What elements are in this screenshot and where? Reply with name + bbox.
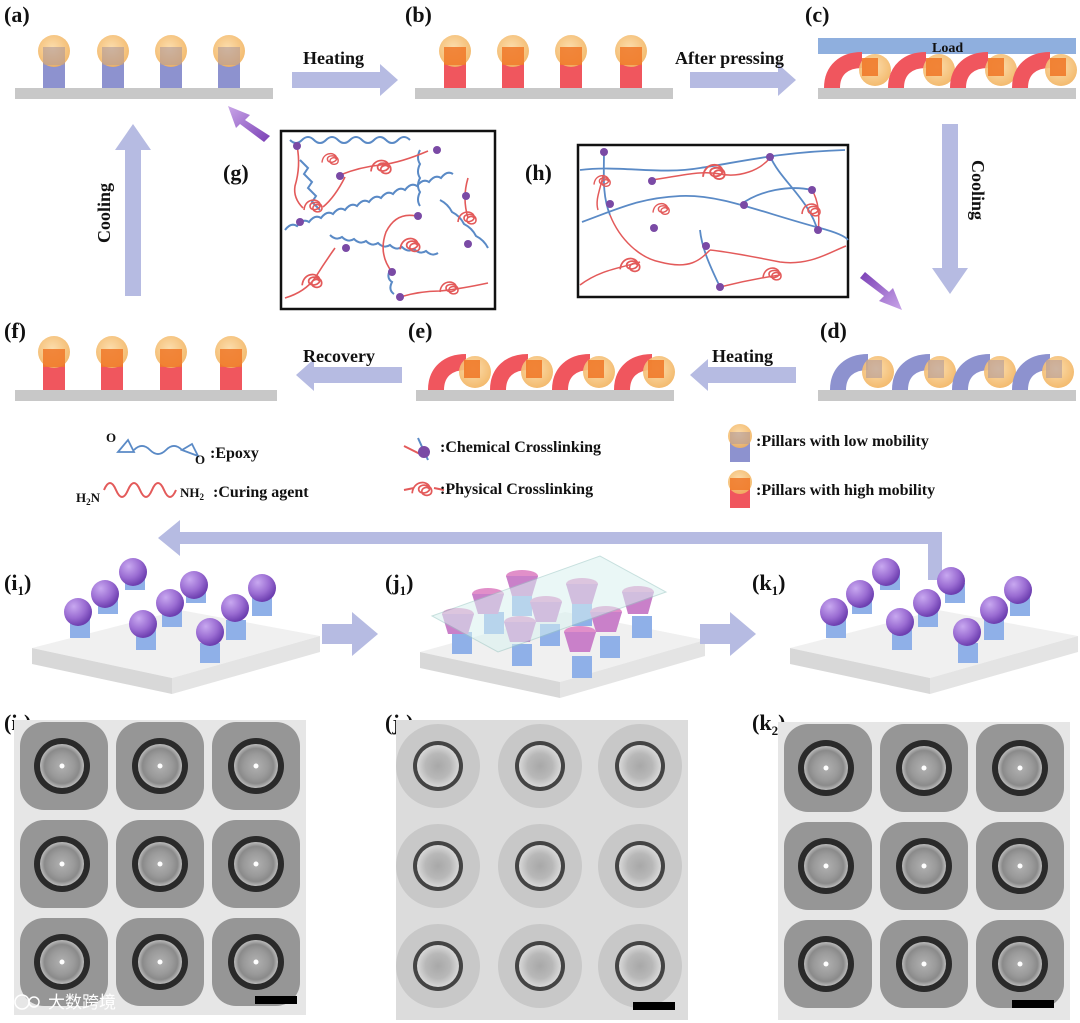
watermark-text: 大数跨境 [48,993,116,1013]
arrow-heating-top [292,64,398,96]
panel-label-k1: (k1) [752,570,785,598]
network-diagram-h [576,143,850,299]
step-heating-bottom: Heating [712,346,773,366]
micrograph-i2 [14,720,306,1015]
panel-label-e: (e) [408,318,432,343]
legend-low-mobility-symbol [728,424,752,462]
legend-h2n: H2N [76,490,101,507]
pillar-array-a [15,35,273,99]
micrograph-j2 [396,720,688,1020]
pillar-array-d [818,354,1076,401]
panel-label-j1: (j1) [385,570,413,598]
scale-bar-j2 [633,1002,675,1010]
legend-epoxy-label: :Epoxy [210,445,259,462]
load-label: Load [932,41,963,56]
arrow-cooling-left [115,124,151,296]
watermark: 大数跨境 [14,993,116,1013]
scale-bar-k2 [1012,1000,1054,1008]
panel-label-d: (d) [820,318,847,343]
legend-curing-symbol [103,482,177,498]
arrow-cooling-right [932,124,968,294]
step-cooling-left: Cooling [94,183,114,243]
legend-curing-label: :Curing agent [213,484,309,501]
panel-label-f: (f) [4,318,26,343]
legend-physical-symbol [403,481,445,497]
arrow-h-to-d [860,272,902,310]
micrograph-k2 [778,722,1070,1020]
panel-label-h: (h) [525,160,552,185]
arrow-heating-bottom [690,359,796,391]
legend-high-mobility-label: :Pillars with high mobility [756,482,935,499]
arrow-after-pressing [690,64,796,96]
step-after-pressing: After pressing [675,48,784,68]
panel-label-a: (a) [4,2,30,27]
legend-low-mobility-label: :Pillars with low mobility [756,433,929,450]
pillar-array-e [416,354,675,401]
panel-label-g: (g) [223,160,249,185]
step-recovery: Recovery [303,346,375,366]
legend-physical-label: :Physical Crosslinking [440,481,593,498]
scale-bar-i2 [255,996,297,1004]
step-cooling-right: Cooling [968,160,988,220]
panel-label-i1: (i1) [4,570,31,598]
legend-o-right: O [195,452,205,467]
step-heating-top: Heating [303,48,364,68]
arrow-j1-to-k1 [700,612,756,656]
legend: O O :Epoxy H2N NH2 :Curing agent :Chemic… [76,424,935,508]
pillar-array-c [818,38,1077,99]
array-3d-i1 [32,558,320,694]
arrow-g-to-a [228,106,270,142]
legend-epoxy-symbol [116,438,200,458]
panel-label-b: (b) [405,2,432,27]
arrow-i1-to-j1 [322,612,378,656]
arrow-recovery [296,359,402,391]
arrow-k1-to-i1 [158,520,942,580]
legend-nh2: NH2 [180,485,205,502]
network-diagram-g [279,129,497,311]
legend-chemical-symbol [403,437,430,461]
pillar-array-f [15,336,277,401]
pillar-array-b [415,35,673,99]
array-3d-j1 [420,555,705,698]
panel-label-c: (c) [805,2,829,27]
legend-high-mobility-symbol [728,470,752,508]
legend-chemical-label: :Chemical Crosslinking [440,439,601,456]
array-3d-k1 [790,558,1078,694]
legend-o-left: O [106,430,116,445]
